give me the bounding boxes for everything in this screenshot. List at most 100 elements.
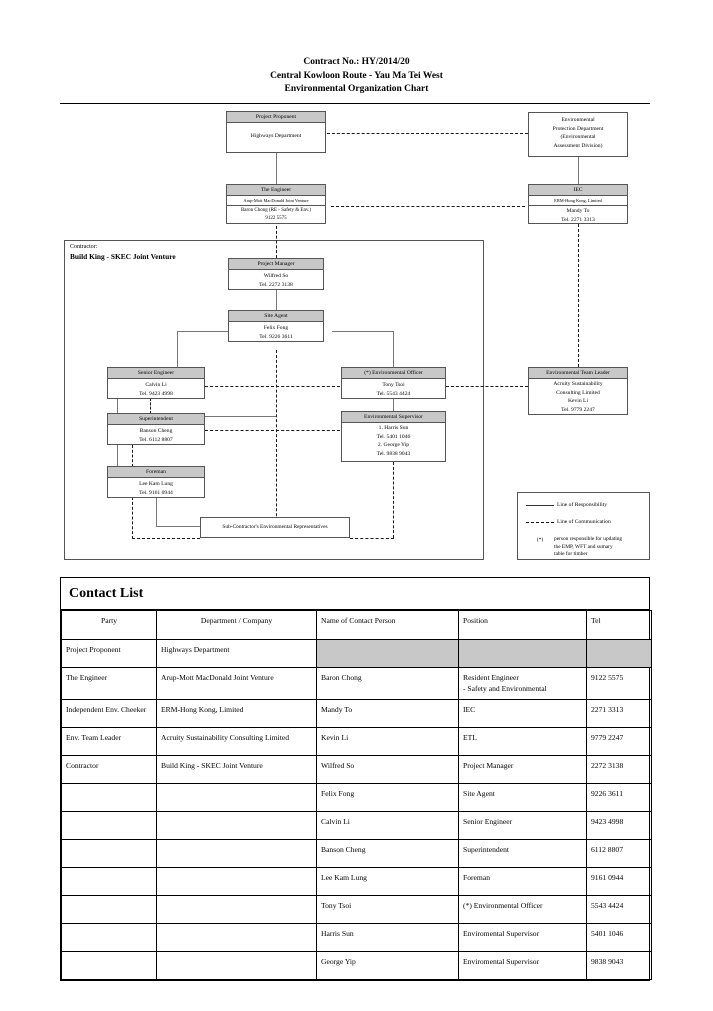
cell-company	[156, 895, 317, 924]
column-header-party: Party	[61, 610, 157, 640]
cell-party	[61, 951, 157, 980]
line-siteagent-right	[332, 331, 393, 332]
cell-party	[61, 811, 157, 840]
box-env-supervisor-person-2: 2. George Yip	[377, 442, 410, 448]
box-etl-person: Kevin Li	[567, 398, 589, 404]
box-engineer-header: The Engineer	[227, 185, 325, 196]
line-engineer-pm	[276, 226, 277, 258]
box-iec-tel: Tel. 2271 3313	[561, 216, 595, 223]
cell-tel: 9161 0944	[586, 867, 652, 896]
cell-position: (*) Environmental Officer	[458, 895, 587, 924]
column-header-tel: Tel	[586, 610, 652, 640]
cell-tel	[586, 639, 652, 668]
cell-position: Project Manager	[458, 755, 587, 784]
line-drop-env-officer	[393, 331, 394, 371]
epd-line-3: (Environmental	[560, 134, 596, 140]
line-supervisor-sub-dashed	[393, 462, 394, 538]
cell-company: Acruity Sustainability Consulting Limite…	[156, 727, 317, 756]
cell-company: Arup-Mott MacDonald Joint Venture	[156, 667, 317, 700]
box-superintendent-tel: Tel. 6112 8807	[139, 436, 173, 443]
cell-person: Mandy To	[316, 699, 459, 728]
line-superintendent-foreman	[117, 445, 118, 467]
line-supervisor-sub-h-dashed	[350, 538, 394, 539]
line-pm-siteagent	[276, 290, 277, 310]
title-line-project: Central Kowloon Route - Yau Ma Tei West	[270, 70, 443, 81]
box-project-manager-person: Wilfred So	[263, 273, 289, 279]
cell-position: Site Agent	[458, 783, 587, 812]
legend-star-note: (*) person responsible for updating the …	[526, 536, 622, 559]
cell-party: The Engineer	[61, 667, 157, 700]
cell-person: Felix Fong	[316, 783, 459, 812]
box-etl-tel: Tel. 9779 2247	[561, 406, 595, 413]
contact-list-panel: Contact List Party Department / Company …	[60, 577, 652, 981]
box-env-team-leader: Environmental Team Leader Acruity Sustai…	[528, 367, 628, 415]
cell-position: Resident Engineer- Safety and Environmen…	[458, 667, 587, 700]
box-site-agent-tel: Tel. 9226 3611	[259, 333, 293, 340]
cell-tel: 9122 5575	[586, 667, 652, 700]
box-engineer-person: Baron Chong (RE - Safety & Env.)	[240, 208, 312, 213]
org-chart: Contractor: Build King - SKEC Joint Vent…	[64, 111, 650, 560]
cell-company	[156, 867, 317, 896]
cell-position: Enviromental Supervisor	[458, 951, 587, 980]
box-env-supervisor-person-1: 1. Harris Sun	[378, 425, 409, 431]
line-superintendent-foreman-dashed	[132, 445, 133, 467]
box-senior-engineer-tel: Tel. 9423 4998	[139, 390, 173, 397]
box-subcontractor-representatives: Sub-Contractor's Environmental Represent…	[200, 517, 350, 538]
box-env-supervisor: Environmental Supervisor 1. Harris Sun T…	[341, 411, 446, 462]
chart-legend: Line of Responsibility Line of Communica…	[517, 492, 650, 560]
line-proponent-engineer	[276, 152, 277, 184]
contact-list-title: Contact List	[61, 578, 649, 610]
legend-star-text: person responsible for updating the EMP,…	[554, 536, 622, 559]
cell-tel: 2272 3138	[586, 755, 652, 784]
epd-line-4: Assessment Division)	[553, 142, 603, 149]
legend-responsibility: Line of Responsibility	[526, 501, 607, 509]
box-env-officer-person: Tony Tsoi	[382, 382, 405, 388]
table-header-row: Party Department / Company Name of Conta…	[61, 610, 652, 640]
cell-person: Baron Chong	[316, 667, 459, 700]
cell-tel: 5543 4424	[586, 895, 652, 924]
box-env-supervisor-tel-2: Tel. 9838 9043	[376, 450, 411, 457]
legend-star-line-3: table for timber	[554, 551, 588, 558]
cell-party	[61, 867, 157, 896]
cell-person: Kevin Li	[316, 727, 459, 756]
box-epd: Environmental Protection Department (Env…	[528, 112, 628, 157]
cell-tel: 2271 3313	[586, 699, 652, 728]
cell-person: George Yip	[316, 951, 459, 980]
cell-person: Tony Tsoi	[316, 895, 459, 924]
box-project-manager: Project Manager Wilfred So Tel. 2272 313…	[228, 258, 324, 290]
line-foreman-sub-dashed	[132, 538, 200, 539]
contractor-frame	[64, 240, 484, 560]
line-se-superintendent	[117, 398, 118, 414]
cell-position: ETL	[458, 727, 587, 756]
box-env-supervisor-tel-1: Tel. 5401 1046	[376, 433, 411, 440]
cell-position	[458, 639, 587, 668]
column-header-person: Name of Contact Person	[316, 610, 459, 640]
cell-tel: 9226 3611	[586, 783, 652, 812]
cell-tel: 9423 4998	[586, 811, 652, 840]
cell-position: Enviromental Supervisor	[458, 923, 587, 952]
line-siteagent-left	[177, 331, 276, 332]
box-senior-engineer-person: Calvin Li	[145, 382, 167, 388]
page-title: Contract No.: HY/2014/20 Central Kowloon…	[0, 56, 713, 97]
cell-tel: 5401 1046	[586, 923, 652, 952]
box-etl-company-1: Acruity Sustainability	[553, 381, 603, 387]
line-eo-etl-dashed	[446, 386, 528, 387]
box-foreman-person: Lee Kam Lung	[139, 481, 173, 487]
cell-position: IEC	[458, 699, 587, 728]
box-project-proponent-header: Project Proponent	[227, 112, 325, 123]
line-siteagent-down-dashed	[276, 350, 277, 536]
box-superintendent-person: Banson Cheng	[139, 428, 173, 434]
box-env-supervisor-header: Environmental Supervisor	[342, 412, 445, 423]
legend-communication-label: Line of Communication	[557, 519, 611, 525]
epd-line-2: Protection Department	[552, 125, 604, 132]
